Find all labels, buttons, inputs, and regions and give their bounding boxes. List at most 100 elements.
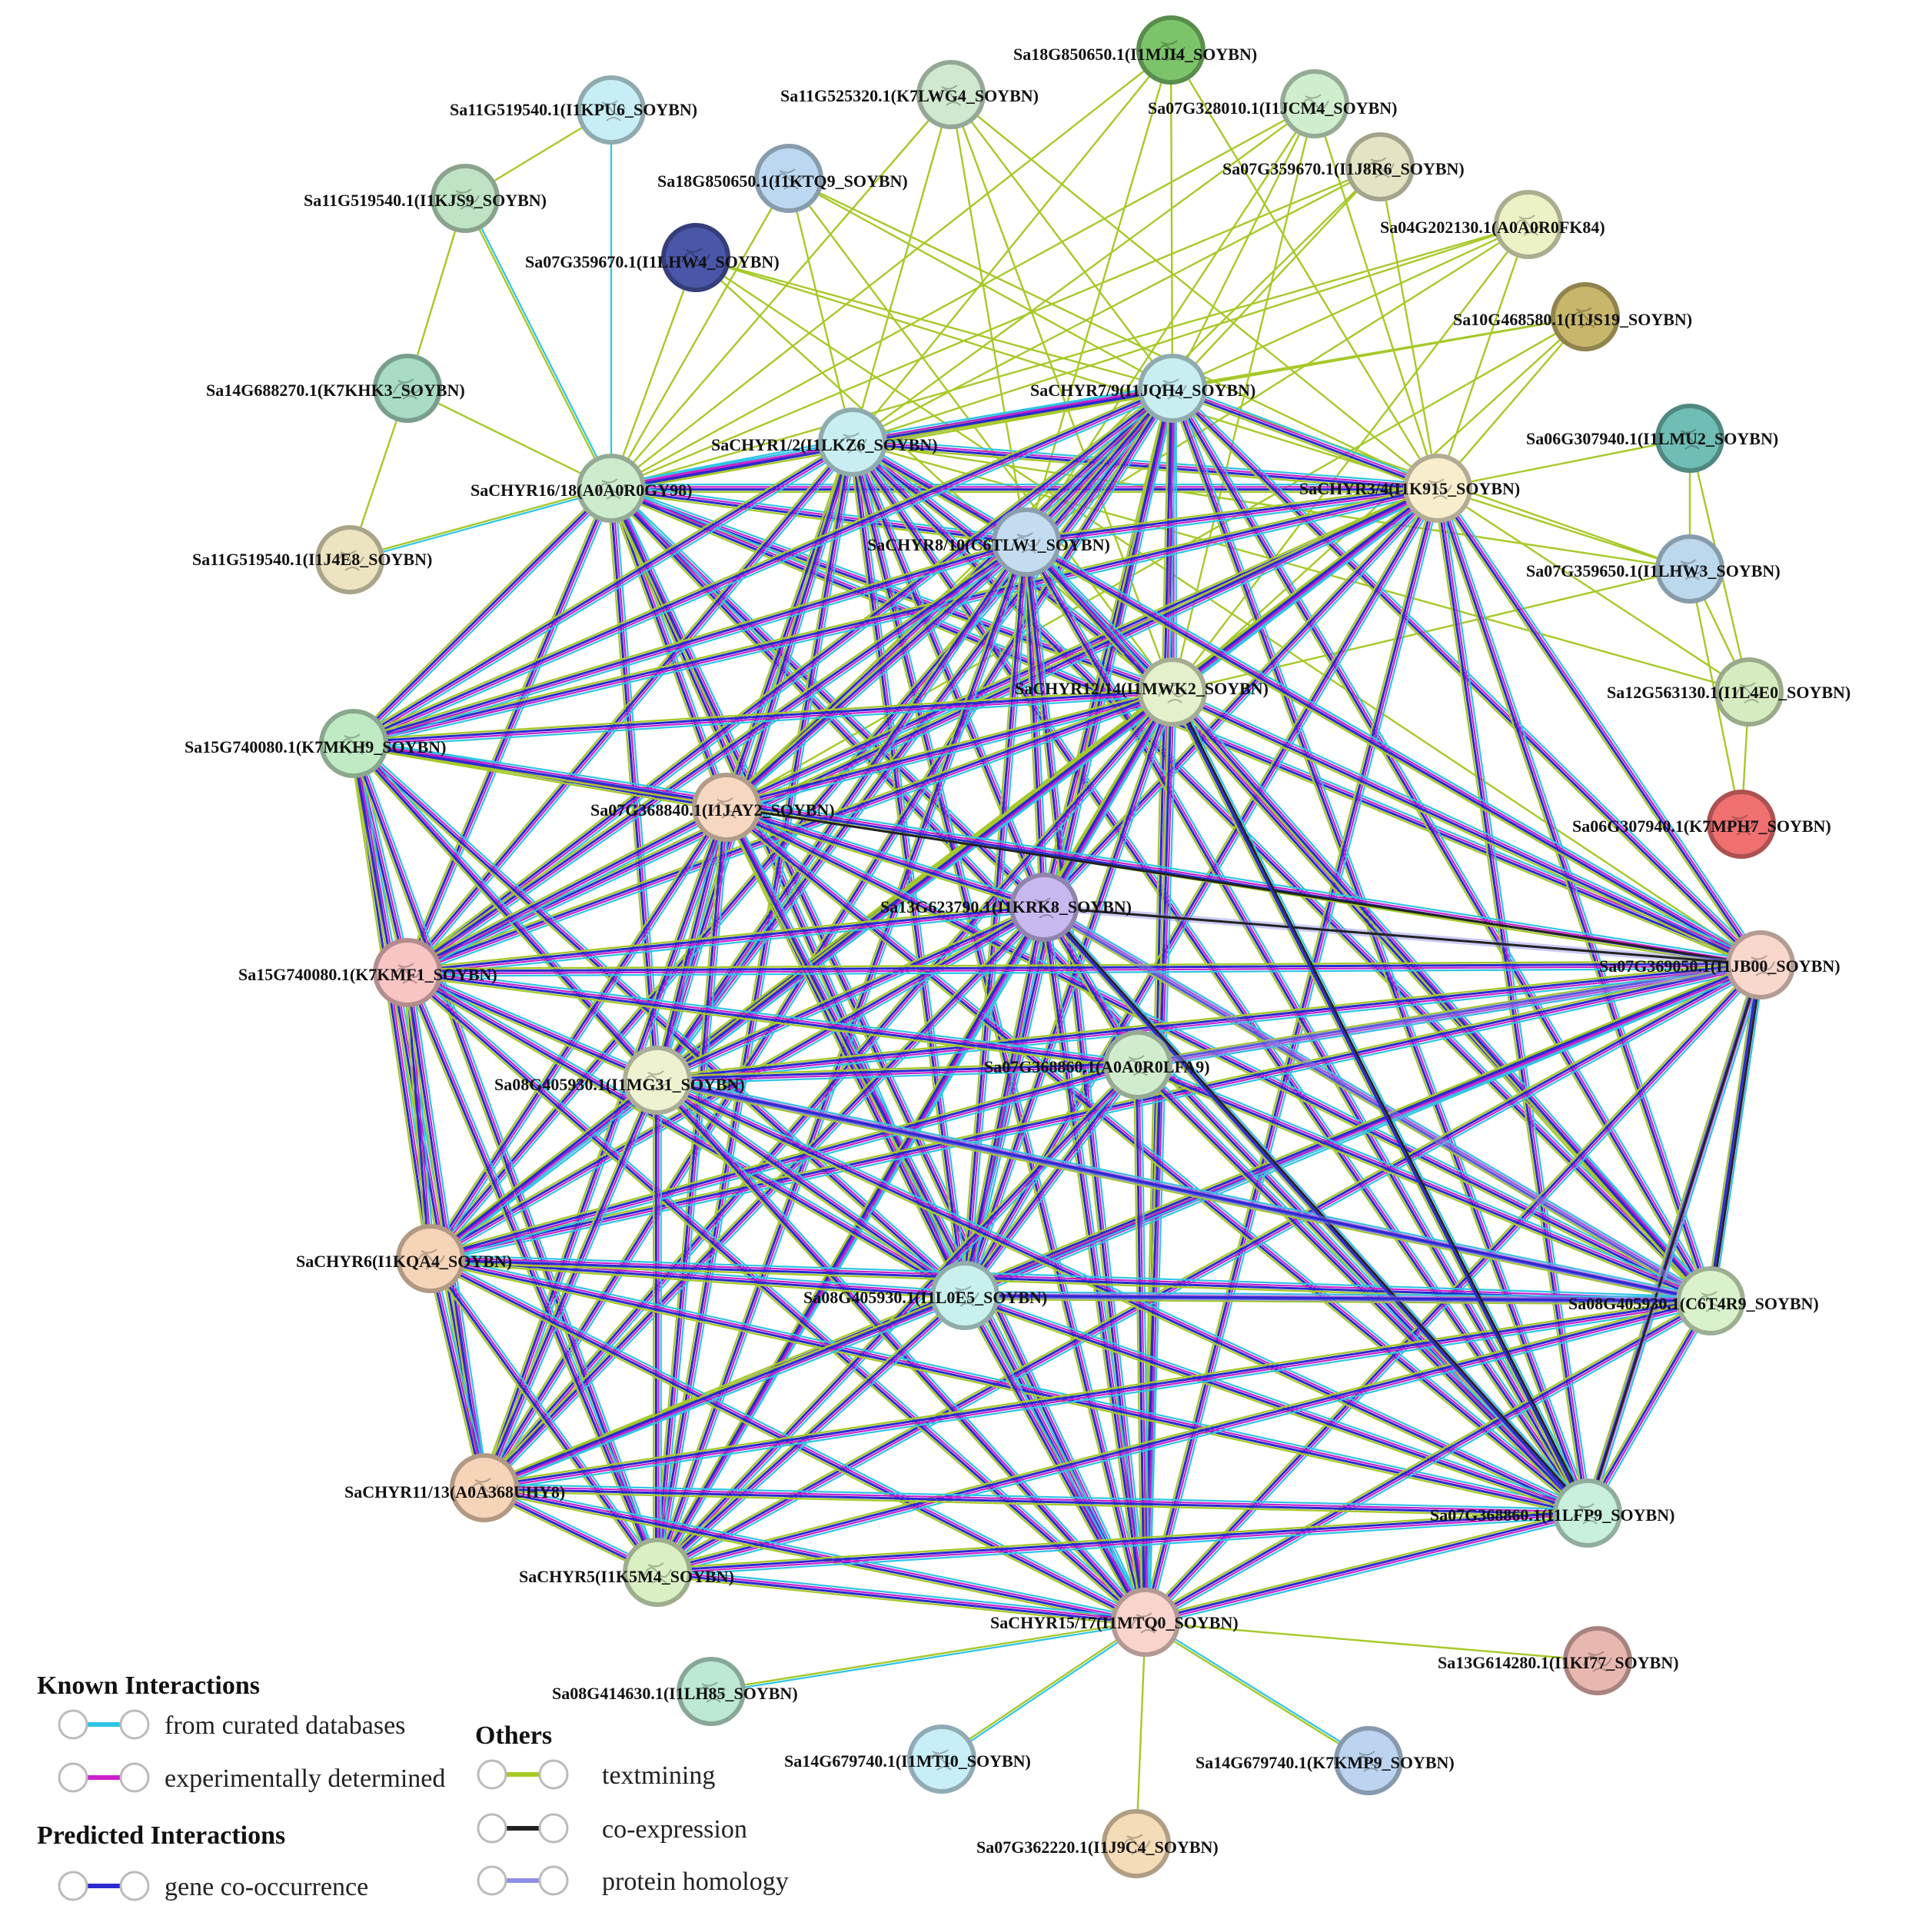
protein-node[interactable]: Sa08G405930.1(I1MG31_SOYBN) <box>494 1046 745 1115</box>
protein-node[interactable]: SaCHYR6(I1KQA4_SOYBN) <box>296 1224 512 1293</box>
protein-node[interactable]: Sa06G307940.1(K7MPH7_SOYBN) <box>1572 790 1831 859</box>
edge-n34-n36-t <box>1143 1508 1588 1620</box>
edge-n20-n33-t <box>481 688 1171 1487</box>
edge-n32-n35-e <box>657 1301 1712 1575</box>
protein-node[interactable]: SaCHYR12/14(I1MWK2_SOYBN) <box>1015 657 1269 727</box>
protein-node[interactable]: Sa07G368860.1(I1LFP9_SOYBN) <box>1430 1478 1674 1548</box>
protein-node[interactable]: Sa08G405930.1(I1L0E5_SOYBN) <box>803 1261 1047 1330</box>
edge-n18-n31-g <box>962 540 1026 1297</box>
edge-n18-n23-c <box>728 544 1030 811</box>
protein-structure-icon <box>936 85 966 106</box>
edge-n6-n14-t <box>610 223 1530 490</box>
protein-node[interactable]: SaCHYR5(I1K5M4_SOYBN) <box>519 1538 734 1607</box>
protein-node[interactable]: Sa07G359670.1(I1LHW4_SOYBN) <box>525 223 780 292</box>
protein-node[interactable]: Sa11G519540.1(I1KPU6_SOYBN) <box>450 75 697 145</box>
protein-node[interactable]: SaCHYR3/4(I1K915_SOYBN) <box>1299 454 1520 523</box>
protein-node[interactable]: Sa11G525320.1(K7LWG4_SOYBN) <box>780 60 1039 129</box>
edge-n23-n27-e <box>407 807 728 975</box>
edge-n22-n31-e <box>353 741 967 1295</box>
protein-structure-icon <box>681 248 710 269</box>
protein-structure-icon <box>1423 478 1452 500</box>
protein-node[interactable]: SaCHYR7/9(I1JQH4_SOYBN) <box>1030 354 1255 423</box>
edge-n26-n32-x <box>1711 963 1764 1302</box>
edge-n12-n26-g <box>1170 387 1761 967</box>
edge-n30-n34-c <box>430 1254 1590 1511</box>
protein-node[interactable]: SaCHYR11/13(A0A368UHY8) <box>344 1453 565 1522</box>
protein-node[interactable]: SaCHYR16/18(A0A0R0GY98) <box>471 454 692 523</box>
edge-n18-n29-t <box>653 539 1025 1079</box>
protein-node[interactable]: Sa06G307940.1(I1LMU2_SOYBN) <box>1526 404 1778 473</box>
protein-node[interactable]: Sa11G519540.1(I1KJS9_SOYBN) <box>304 164 547 233</box>
protein-node[interactable]: Sa07G359670.1(I1J8R6_SOYBN) <box>1222 132 1465 201</box>
edge-n7-n20-t <box>1171 315 1587 693</box>
edge-n29-n31-e <box>657 1078 967 1295</box>
protein-node[interactable]: Sa08G405930.1(C6T4R9_SOYBN) <box>1568 1266 1819 1335</box>
edge-n27-n29-c <box>407 968 660 1078</box>
edge-n26-n29-c <box>657 967 1762 1085</box>
edge-n5-n15-t <box>1378 165 1439 490</box>
protein-node[interactable]: Sa15G740080.1(K7MKH9_SOYBN) <box>185 709 446 778</box>
edge-n12-n22-t <box>351 384 1172 741</box>
protein-structure-icon <box>1675 559 1704 580</box>
edge-n28-n35-t <box>653 1061 1136 1571</box>
edge-n27-n28-e <box>407 970 1139 1065</box>
protein-node[interactable]: Sa07G369050.1(I1JB00_SOYBN) <box>1599 930 1841 999</box>
protein-node[interactable]: Sa18G850650.1(I1MJI4_SOYBN) <box>1013 15 1257 85</box>
protein-structure-icon <box>1573 1503 1602 1525</box>
protein-structure-icon <box>1158 378 1187 400</box>
edge-n13-n15-t <box>851 444 1438 493</box>
edge-n20-n27-e <box>407 692 1174 975</box>
edge-n31-n34-t <box>963 1298 1588 1518</box>
edge-n20-n33-g <box>482 690 1173 1488</box>
edge-n23-n27-g <box>405 805 727 973</box>
edge-n28-n35-g <box>655 1063 1139 1573</box>
edge-n18-n26-t <box>1023 544 1760 969</box>
protein-node[interactable]: Sa07G362220.1(I1J9C4_SOYBN) <box>976 1809 1219 1878</box>
protein-node[interactable]: Sa07G368860.1(A0A0R0LFA9) <box>984 1030 1210 1099</box>
protein-node[interactable]: Sa11G519540.1(I1J4E8_SOYBN) <box>192 525 432 594</box>
edge-n12-n31-e <box>965 387 1175 1297</box>
edge-n13-n12-t <box>852 391 1174 447</box>
edge-n26-n34-g <box>1585 963 1761 1515</box>
edge-n4-n14-t <box>610 102 1316 490</box>
protein-node[interactable]: Sa08G414630.1(I1LH85_SOYBN) <box>552 1657 798 1726</box>
protein-node[interactable]: SaCHYR15/17(I1MTQ0_SOYBN) <box>990 1588 1239 1657</box>
protein-node[interactable]: Sa15G740080.1(K7KMF1_SOYBN) <box>238 938 497 1007</box>
protein-node[interactable]: Sa14G688270.1(K7KHK3_SOYBN) <box>206 354 465 423</box>
edge-n28-n32-c <box>1138 1060 1713 1299</box>
edge-n20-n34-x <box>1172 690 1590 1514</box>
protein-node[interactable]: Sa04G202130.1(A0A0R0FK84) <box>1380 190 1605 259</box>
protein-node[interactable]: Sa13G623790.1(I1KRK8_SOYBN) <box>880 873 1132 942</box>
edge-n13-n15-c <box>852 437 1439 486</box>
edge-n15-n32-e <box>1438 487 1713 1302</box>
edge-n29-n32-c <box>657 1076 1713 1299</box>
protein-node[interactable]: Sa07G359650.1(I1LHW3_SOYBN) <box>1526 534 1781 604</box>
protein-node[interactable]: Sa12G563130.1(I1L4E0_SOYBN) <box>1607 657 1851 727</box>
protein-node[interactable]: Sa14G679740.1(I1MTI0_SOYBN) <box>784 1724 1031 1794</box>
protein-node-label: SaCHYR12/14(I1MWK2_SOYBN) <box>1015 679 1269 698</box>
edge-n32-n35-t <box>655 1296 1711 1570</box>
edge-n18-n23-e <box>726 542 1029 810</box>
protein-node[interactable]: Sa14G679740.1(K7KMP9_SOYBN) <box>1195 1726 1455 1795</box>
edge-n15-n22-g <box>352 485 1439 743</box>
protein-node[interactable]: SaCHYR8/10(C6TLW1_SOYBN) <box>867 507 1110 577</box>
edge-n27-n33-c <box>410 971 489 1488</box>
edge-n31-n36-c <box>967 1292 1150 1621</box>
protein-node[interactable]: Sa07G328010.1(I1JCM4_SOYBN) <box>1148 69 1398 138</box>
edge-n23-n30-e <box>431 807 729 1260</box>
edge-n32-n34-g <box>1585 1299 1711 1514</box>
edge-n23-n25-g <box>725 807 1046 910</box>
edge-n27-n35-t <box>403 973 655 1575</box>
edge-n36-n40-t <box>1143 1622 1369 1763</box>
protein-node[interactable]: Sa18G850650.1(I1KTQ9_SOYBN) <box>657 144 908 213</box>
protein-structure-icon <box>416 1249 445 1270</box>
protein-node[interactable]: Sa10G468580.1(I1JS19_SOYBN) <box>1453 282 1692 351</box>
protein-node[interactable]: SaCHYR1/2(I1LKZ6_SOYBN) <box>711 407 938 477</box>
edge-n8-n14-t <box>463 198 611 490</box>
edge-n15-n26-t <box>1433 489 1759 968</box>
edge-n10-n26-t <box>694 256 1762 966</box>
protein-node[interactable]: Sa13G614280.1(I1KI77_SOYBN) <box>1438 1626 1679 1695</box>
protein-node[interactable]: Sa07G368840.1(I1JAY2_SOYBN) <box>590 773 835 842</box>
edge-n3-n12-t <box>1169 48 1174 390</box>
edge-n13-n25-t <box>848 442 1042 910</box>
